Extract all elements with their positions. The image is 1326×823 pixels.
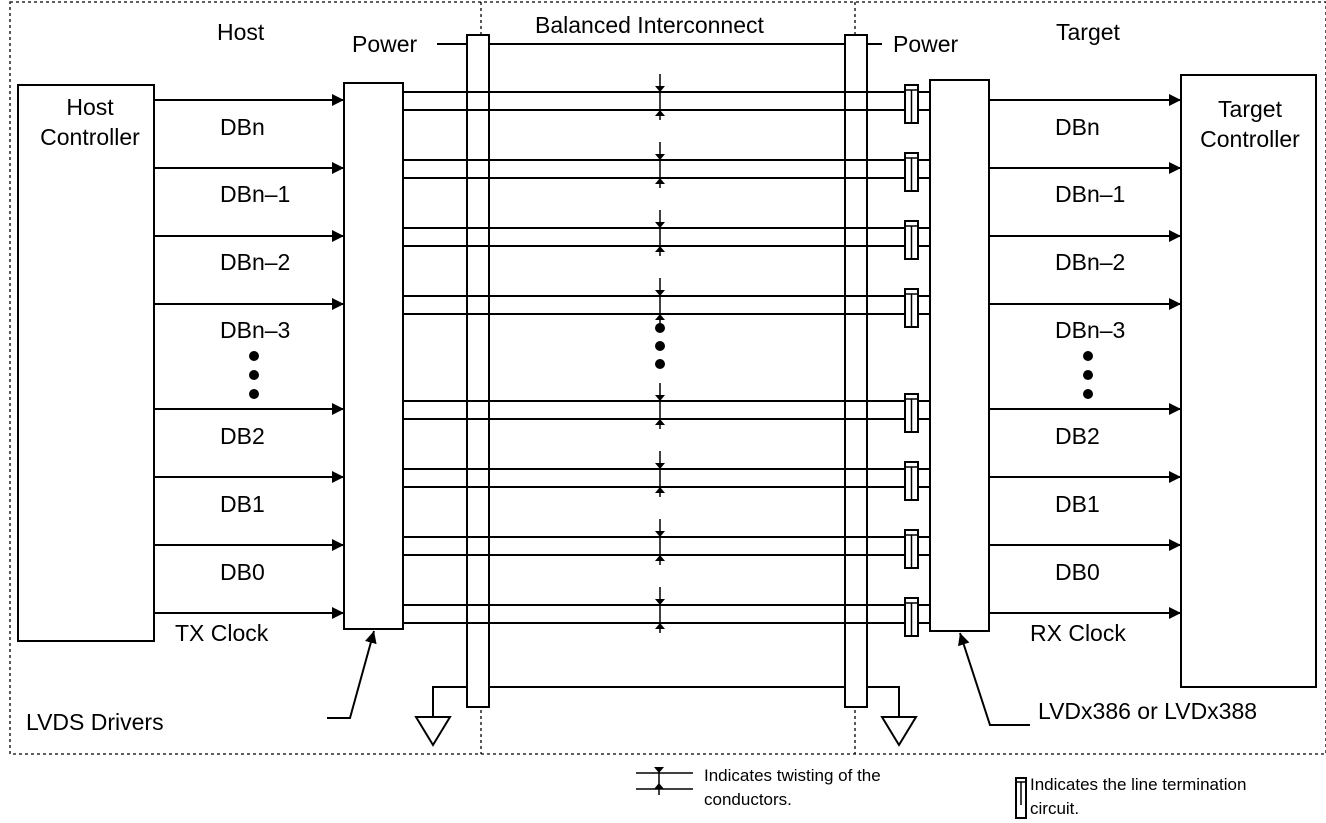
rx-clock-label: RX Clock xyxy=(1030,620,1126,646)
twist-marker-arrow xyxy=(655,487,665,493)
power-bus-left xyxy=(466,34,490,708)
host-controller-label-line1: Host xyxy=(66,94,114,120)
target-signal-label: DB2 xyxy=(1055,423,1100,449)
receiver-block xyxy=(929,79,990,632)
target-controller-label-line2: Controller xyxy=(1200,126,1300,152)
host-signal-label: DB1 xyxy=(220,491,265,517)
host-controller-label-line2: Controller xyxy=(40,124,140,150)
twist-legend-text-line1: Indicates twisting of the xyxy=(704,766,881,785)
twist-marker-arrow xyxy=(655,222,665,228)
power-bus-right xyxy=(844,34,868,708)
ground-symbol-left xyxy=(414,716,452,747)
omitted-channels-dots xyxy=(249,323,1093,399)
twist-marker-arrow xyxy=(655,463,665,469)
twist-legend: Indicates twisting of the conductors. xyxy=(636,766,881,809)
twist-marker-arrow xyxy=(655,314,665,320)
host-controller-box xyxy=(17,84,155,642)
host-signal-label: DBn–3 xyxy=(220,317,290,343)
target-section-title: Target xyxy=(1056,19,1121,45)
lvds-drivers-label: LVDS Drivers xyxy=(26,709,164,735)
tx-clock-label: TX Clock xyxy=(175,620,269,646)
termination-legend-text-line2: circuit. xyxy=(1030,799,1079,818)
twist-legend-text-line2: conductors. xyxy=(704,790,792,809)
balanced-interconnect-title: Balanced Interconnect xyxy=(535,12,764,38)
host-signal-label: DBn xyxy=(220,114,265,140)
target-signal-label: DBn–2 xyxy=(1055,249,1125,275)
twist-marker-arrow xyxy=(655,555,665,561)
ground-wire-right xyxy=(867,686,900,717)
host-signal-label: DBn–1 xyxy=(220,181,290,207)
host-signal-label: DBn–2 xyxy=(220,249,290,275)
receiver-label: LVDx386 or LVDx388 xyxy=(1038,698,1257,724)
twist-marker-arrow xyxy=(655,623,665,629)
twist-marker-arrow xyxy=(655,110,665,116)
host-signal-label: DB2 xyxy=(220,423,265,449)
host-signal-label: DB0 xyxy=(220,559,265,585)
ground-wire-left xyxy=(432,686,467,717)
twist-marker-arrow xyxy=(655,178,665,184)
twist-marker-arrow xyxy=(655,290,665,296)
target-controller-box xyxy=(1180,74,1317,688)
host-section-title: Host xyxy=(217,19,265,45)
target-signal-label: DBn xyxy=(1055,114,1100,140)
target-signal-label: DB1 xyxy=(1055,491,1100,517)
twist-marker-arrow xyxy=(655,395,665,401)
power-label-right: Power xyxy=(893,31,959,57)
power-label-left: Power xyxy=(352,31,418,57)
termination-legend-text-line1: Indicates the line termination xyxy=(1030,775,1246,794)
target-controller-label-line1: Target xyxy=(1218,96,1283,122)
termination-legend: Indicates the line termination circuit. xyxy=(1015,775,1246,819)
target-signal-label: DBn–1 xyxy=(1055,181,1125,207)
twist-marker-arrow xyxy=(655,419,665,425)
receiver-leader xyxy=(958,632,1030,726)
twist-marker-arrow xyxy=(655,86,665,92)
lvds-driver-block xyxy=(343,82,404,630)
target-signal-label: DB0 xyxy=(1055,559,1100,585)
twist-marker-arrow xyxy=(655,246,665,252)
ground-symbol-right xyxy=(880,716,918,747)
lvds-drivers-leader xyxy=(327,630,377,719)
twist-marker-arrow xyxy=(655,531,665,537)
target-signal-label: DBn–3 xyxy=(1055,317,1125,343)
twist-marker-arrow xyxy=(655,154,665,160)
twist-marker-arrow xyxy=(655,599,665,605)
